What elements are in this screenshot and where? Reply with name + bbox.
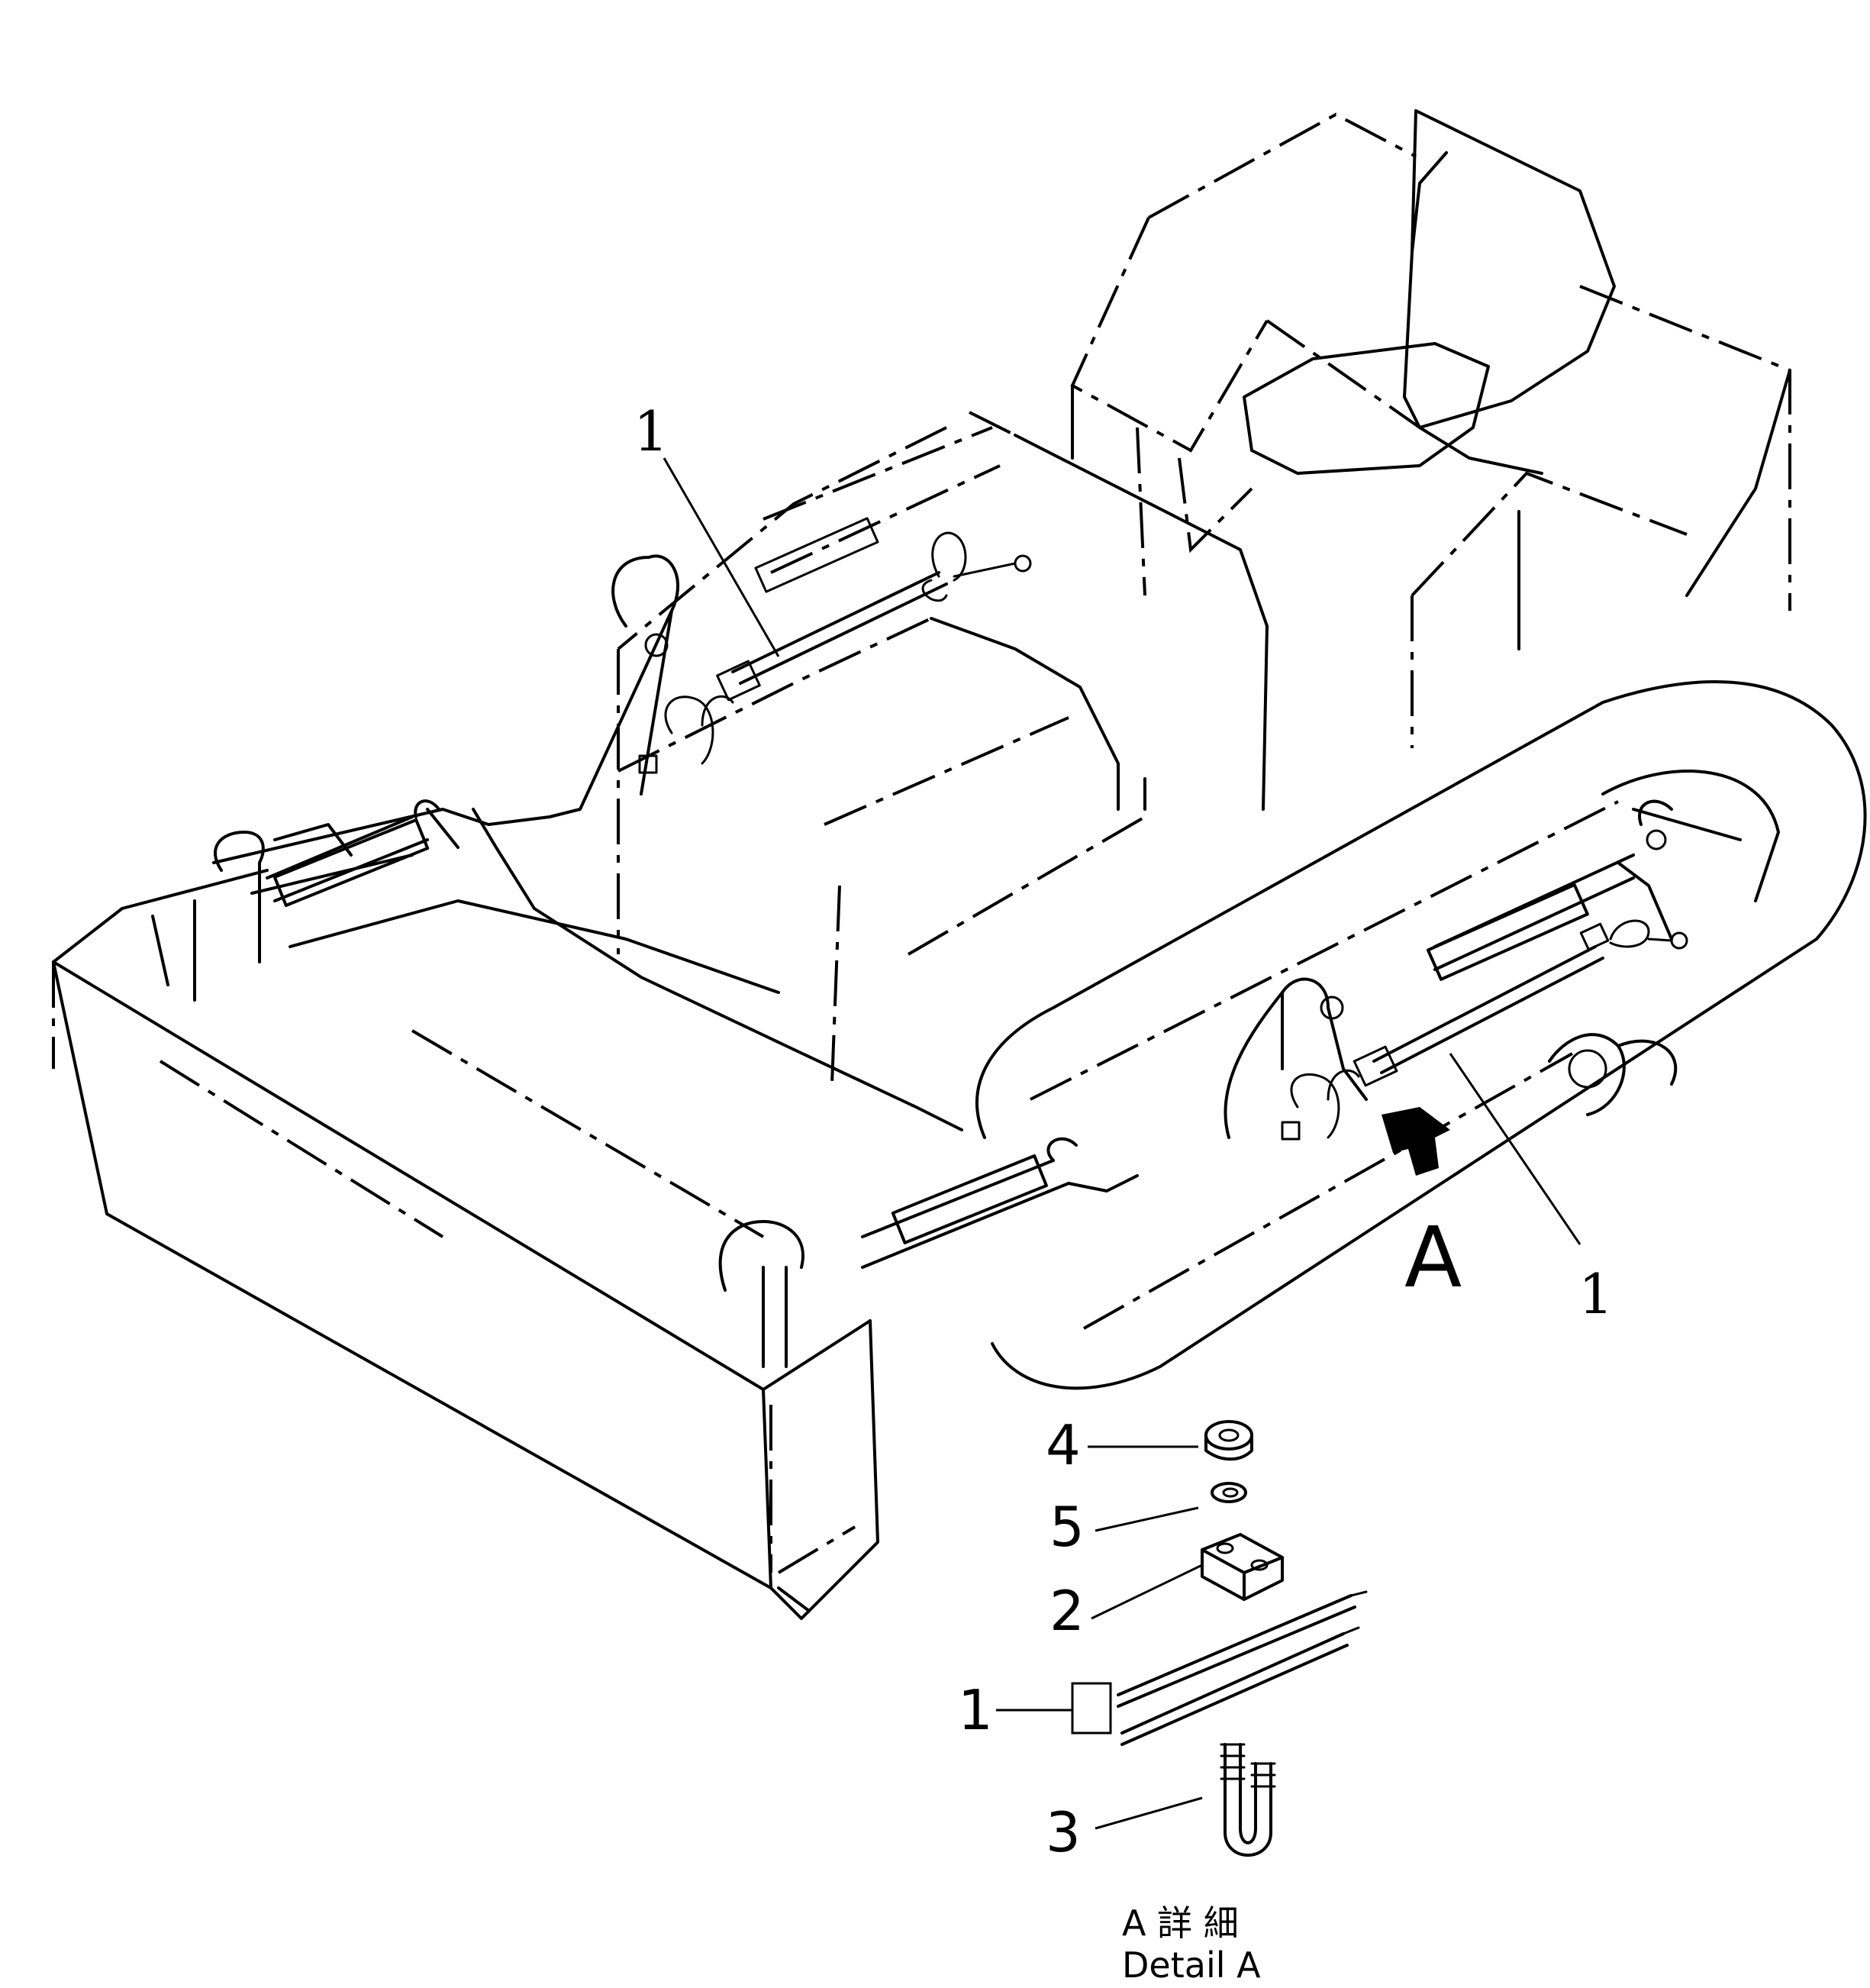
- callout-1-upper-left: 1: [634, 399, 669, 463]
- callout-4-nut: 4: [1046, 1413, 1081, 1477]
- view-a-label: A: [1404, 1209, 1462, 1306]
- lock-washer-icon: [1211, 1482, 1247, 1503]
- detail-caption-japanese: A 詳 細: [1122, 1902, 1239, 1944]
- right-track: [975, 679, 1867, 1390]
- right-arm-linkage: [1224, 799, 1678, 1139]
- machine-body: [617, 411, 1269, 1085]
- hydraulic-hose-upper: [638, 531, 1032, 774]
- view-a-arrow-icon: [1382, 1107, 1450, 1176]
- callout-3-u-bolt: 3: [1046, 1800, 1081, 1864]
- detail-a-parts: [1117, 1420, 1368, 1857]
- callout-5-washer: 5: [1049, 1495, 1085, 1559]
- detail-caption-english: Detail A: [1122, 1944, 1261, 1986]
- leader-lines: [663, 457, 1581, 1830]
- nut-icon: [1204, 1420, 1253, 1461]
- bucket: [52, 869, 879, 1620]
- callout-1-hose: 1: [958, 1678, 993, 1742]
- left-loader-frame: [151, 554, 963, 1131]
- callout-1-right: 1: [1578, 1262, 1614, 1326]
- u-bolt-icon: [1220, 1743, 1276, 1857]
- clamp-block-icon: [1201, 1533, 1284, 1601]
- hose-assembly-icon: [1117, 1590, 1368, 1746]
- lift-cylinders: [266, 426, 1635, 1269]
- operator-seat: [1070, 109, 1791, 748]
- hydraulic-hose-right: [1281, 919, 1688, 1141]
- callout-2-clamp: 2: [1049, 1579, 1085, 1643]
